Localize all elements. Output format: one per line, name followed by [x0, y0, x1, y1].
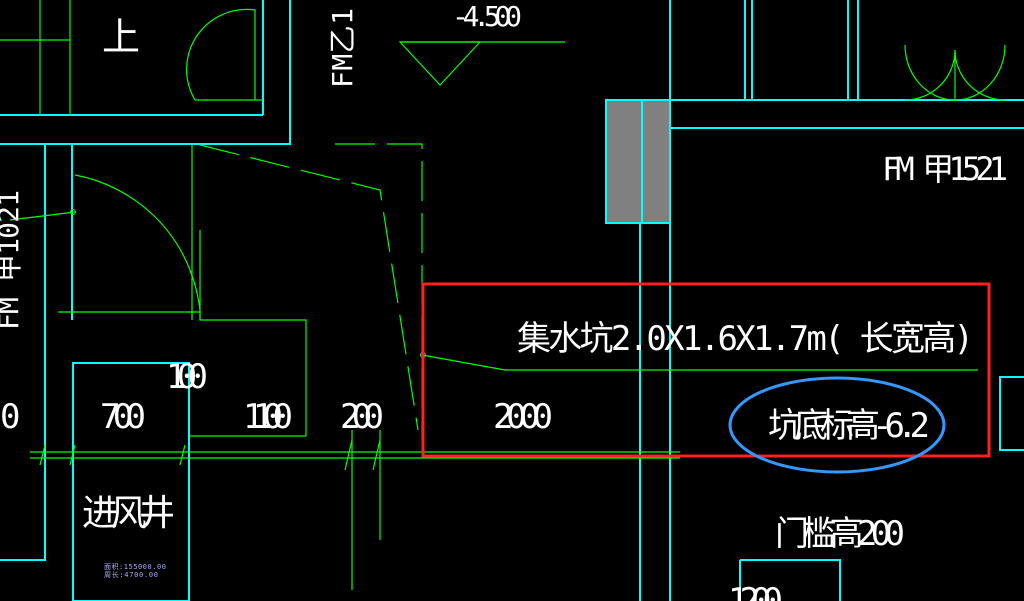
air-shaft-outline: [72, 362, 190, 601]
column-filled: [605, 99, 671, 224]
air-shaft-label: 进风井: [82, 493, 175, 534]
pit-bottom-elevation: 坑底标高-6.2: [768, 406, 930, 446]
wall-right-notch: [999, 376, 1024, 451]
dim-100: 100: [166, 357, 208, 397]
dim-tick-2: [69, 444, 76, 466]
label-up: 上: [102, 15, 140, 59]
dim-tick-5: [372, 439, 381, 471]
wall-top-left-room: [0, 0, 291, 145]
door-arc-top-left: [186, 8, 256, 101]
wall-left-corridor: [0, 143, 46, 561]
shaft-note-area: 面积:155000.00: [104, 562, 166, 571]
green-lines: [0, 0, 1006, 590]
wall-bottom-right: [740, 559, 841, 601]
dim-tick-1: [39, 444, 46, 466]
label-fm-left: FM 甲1021: [0, 190, 25, 330]
inner-rect-1100: [58, 311, 307, 436]
dim-tick-3: [179, 444, 186, 466]
highlight-ellipse: [728, 376, 946, 474]
door-arc-left: [74, 174, 201, 311]
dim-1200: 1200: [728, 581, 783, 601]
label-fm-b: FM乙1: [326, 8, 359, 88]
dashed-boundary-diagonal: [199, 144, 419, 431]
door-arc-top-right-2: [904, 44, 956, 101]
dim-700: 700: [100, 397, 146, 437]
door-pivot-dot: [70, 209, 76, 215]
door-leaf-left: [9, 211, 76, 221]
label-level: -4.500: [452, 0, 522, 33]
dim-tick-4: [344, 439, 353, 471]
door-threshold-height: 门槛高200: [775, 514, 905, 554]
dim-200: 200: [340, 397, 384, 437]
leader-line: [421, 354, 506, 371]
shaft-note-perimeter: 周长:4700.00: [104, 570, 158, 579]
dim-2000: 2000: [493, 397, 553, 437]
pit-description: 集水坑2.0X1.6X1.7m( 长宽高): [517, 319, 974, 359]
label-fm-a-1521: FM 甲1521: [882, 150, 1008, 188]
highlight-box: [421, 282, 991, 458]
dim-0: 0: [0, 397, 20, 437]
door-arc-top-right-3: [954, 44, 1006, 101]
dim-1100: 1100: [243, 397, 293, 437]
